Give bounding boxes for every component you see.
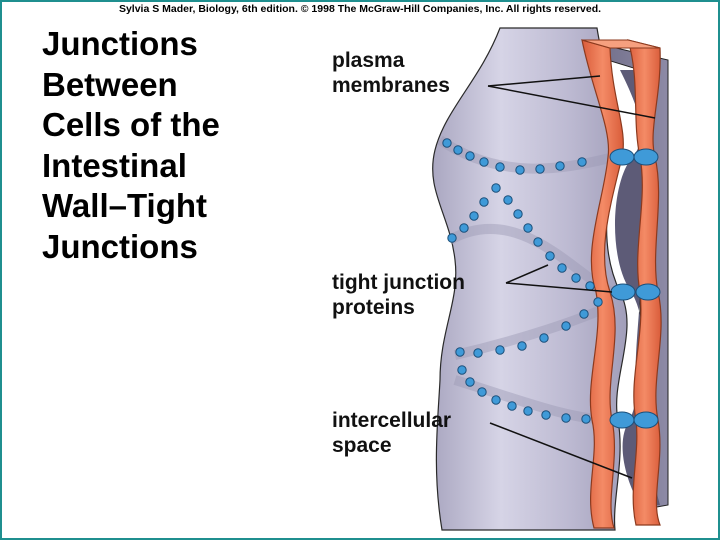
leader-line-plasma-membranes [487, 85, 656, 119]
protein-bead [495, 162, 505, 172]
protein-bead [473, 348, 483, 358]
protein-bead [513, 209, 523, 219]
protein-bead [465, 151, 475, 161]
protein-bead [447, 233, 457, 243]
label-line: tight junction [332, 271, 465, 294]
copyright-notice: Sylvia S Mader, Biology, 6th edition. © … [118, 3, 602, 15]
protein-bead [491, 395, 501, 405]
protein-bead [517, 341, 527, 351]
protein-bead [479, 197, 489, 207]
label-line: space [332, 434, 392, 457]
protein-bead [585, 281, 595, 291]
protein-bead [503, 195, 513, 205]
label-line: intercellular [332, 409, 452, 432]
protein-row-3 [455, 297, 603, 358]
protein-bead [515, 165, 525, 175]
leader-line-plasma-membranes [487, 75, 601, 87]
title-line: Cells of the [42, 106, 220, 143]
leader-line-tight-junction [505, 264, 549, 284]
slide-title: Junctions Between Cells of the Intestina… [42, 24, 322, 267]
junction-cluster-middle [610, 283, 661, 301]
protein-bead [541, 410, 551, 420]
protein-bead [507, 401, 517, 411]
protein-bead [577, 157, 587, 167]
label-intercellular-space: intercellular space [332, 408, 451, 458]
junction-cluster-top [609, 148, 659, 166]
protein-bead [545, 251, 555, 261]
protein-bead [465, 377, 475, 387]
label-line: membranes [332, 74, 450, 97]
protein-bead [579, 309, 589, 319]
protein-bead [457, 365, 467, 375]
protein-bead [523, 223, 533, 233]
title-line: Junctions [42, 227, 198, 265]
protein-bead [453, 145, 463, 155]
protein-bead [593, 297, 603, 307]
protein-bead [561, 413, 571, 423]
label-plasma-membranes: plasma membranes [332, 48, 450, 98]
protein-bead [495, 345, 505, 355]
title-line: Junctions [42, 25, 198, 62]
label-line: proteins [332, 296, 415, 319]
protein-bead [581, 414, 591, 424]
membrane-top-edge [581, 39, 661, 49]
protein-bead [561, 321, 571, 331]
title-line: Between [42, 65, 178, 103]
protein-bead [535, 164, 545, 174]
label-tight-junction-proteins: tight junction proteins [332, 270, 465, 320]
leader-line-intercellular [489, 422, 633, 479]
protein-bead [491, 183, 501, 193]
protein-bead [477, 387, 487, 397]
protein-bead [539, 333, 549, 343]
protein-bead [533, 237, 543, 247]
title-line: Intestinal [42, 146, 187, 184]
protein-bead [442, 138, 452, 148]
protein-bead [459, 223, 469, 233]
protein-bead [523, 406, 533, 416]
protein-row-4 [457, 365, 591, 424]
protein-bead [555, 161, 565, 171]
protein-bead [479, 157, 489, 167]
protein-row-2 [447, 183, 595, 291]
protein-bead [469, 211, 479, 221]
leader-line-tight-junction [505, 282, 613, 293]
protein-row-1 [442, 138, 587, 175]
protein-bead [571, 273, 581, 283]
junction-cluster-bottom [609, 411, 659, 429]
label-line: plasma [332, 49, 405, 72]
protein-bead [557, 263, 567, 273]
title-line: Wall–Tight [42, 187, 207, 224]
protein-bead [455, 347, 465, 357]
